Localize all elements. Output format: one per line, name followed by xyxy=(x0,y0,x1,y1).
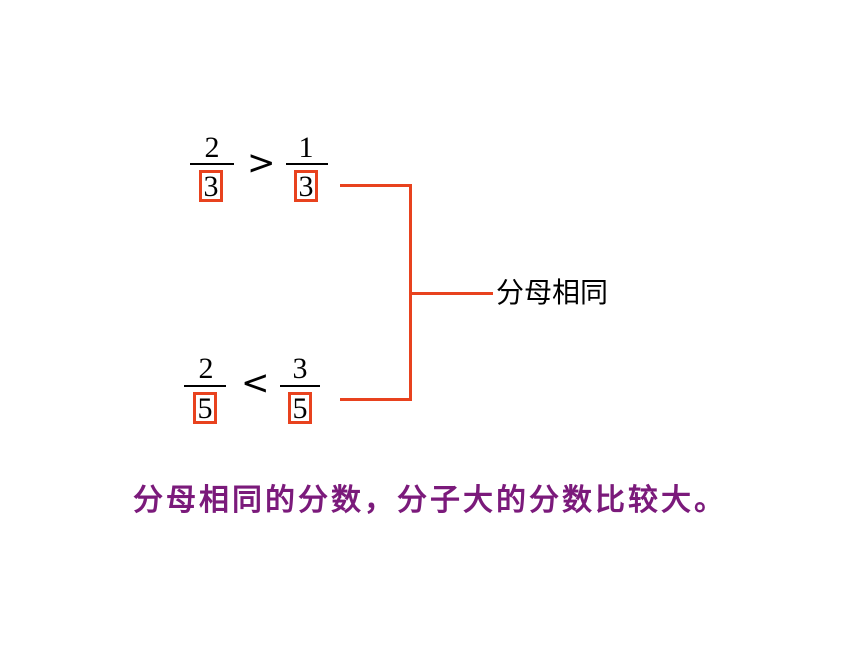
fraction-bar xyxy=(190,163,234,165)
denominator-highlight-box: 5 xyxy=(288,392,312,424)
denominator-highlight-box: 3 xyxy=(294,170,318,202)
bracket-top-arm xyxy=(340,184,412,187)
numerator: 2 xyxy=(198,352,214,385)
bracket-bottom-arm xyxy=(340,398,412,401)
less-than-sign: < xyxy=(241,363,270,403)
fraction-bar xyxy=(280,385,320,387)
greater-than-sign: > xyxy=(247,143,276,183)
denominator-highlight-box: 5 xyxy=(193,392,217,424)
conclusion-text: 分母相同的分数，分子大的分数比较大。 xyxy=(133,483,727,518)
fraction-bar xyxy=(286,163,328,165)
bracket-middle-arm xyxy=(409,292,493,295)
fraction-bar xyxy=(184,385,226,387)
denominator-highlight-box: 3 xyxy=(199,170,223,202)
numerator: 2 xyxy=(204,131,220,164)
numerator: 1 xyxy=(298,131,314,164)
numerator: 3 xyxy=(292,352,308,385)
bracket-label: 分母相同 xyxy=(496,276,609,309)
